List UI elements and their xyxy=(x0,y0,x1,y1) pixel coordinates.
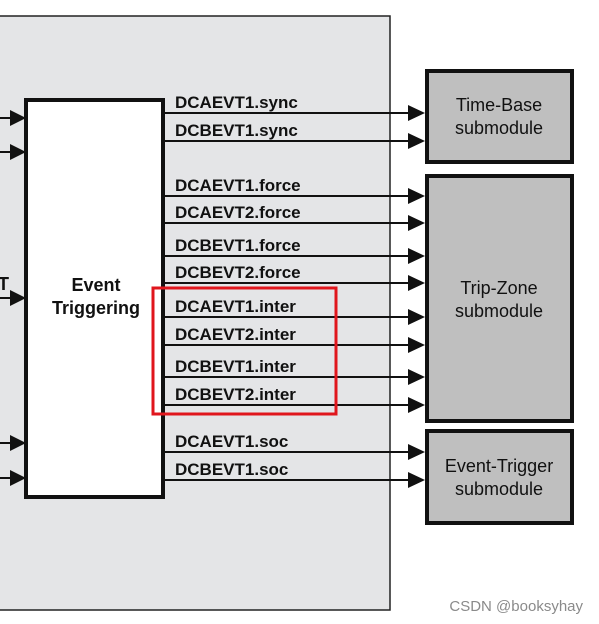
time-base-label-line1: Time-Base xyxy=(456,95,542,115)
signal-label: DCAEVT1.soc xyxy=(175,432,288,451)
signal-dcbevt2-force: DCBEVT2.force xyxy=(163,263,425,291)
signal-lines: DCAEVT1.syncDCBEVT1.syncDCAEVT1.forceDCA… xyxy=(163,93,425,488)
signal-dcaevt1-force: DCAEVT1.force xyxy=(163,176,425,204)
arrow-head-icon xyxy=(10,110,26,126)
input-arrow xyxy=(0,144,26,160)
event-trigger-label-line1: Event-Trigger xyxy=(445,456,553,476)
signal-label: DCAEVT2.force xyxy=(175,203,301,222)
arrow-head-icon xyxy=(408,188,425,204)
arrow-head-icon xyxy=(408,133,425,149)
signal-label: DCBEVT1.inter xyxy=(175,357,296,376)
signal-dcbevt1-soc: DCBEVT1.soc xyxy=(163,460,425,488)
arrow-head-icon xyxy=(408,369,425,385)
arrow-head-icon xyxy=(408,105,425,121)
signal-label: DCAEVT1.force xyxy=(175,176,301,195)
signal-label: DCBEVT2.force xyxy=(175,263,301,282)
signal-dcaevt2-force: DCAEVT2.force xyxy=(163,203,425,231)
arrow-head-icon xyxy=(408,248,425,264)
event-trigger-submodule-box xyxy=(425,429,574,525)
signal-dcbevt1-force: DCBEVT1.force xyxy=(163,236,425,264)
signal-label: DCBEVT2.inter xyxy=(175,385,296,404)
input-arrow xyxy=(0,290,26,306)
arrow-head-icon xyxy=(10,144,26,160)
signal-label: DCBEVT1.sync xyxy=(175,121,298,140)
signal-dcaevt1-sync: DCAEVT1.sync xyxy=(163,93,425,121)
arrow-head-icon xyxy=(10,470,26,486)
arrow-head-icon xyxy=(408,472,425,488)
arrow-head-icon xyxy=(10,435,26,451)
signal-dcaevt2-inter: DCAEVT2.inter xyxy=(163,325,425,353)
input-arrow xyxy=(0,470,26,486)
signal-dcbevt2-inter: DCBEVT2.inter xyxy=(163,385,425,413)
signal-dcaevt1-soc: DCAEVT1.soc xyxy=(163,432,425,460)
input-arrow xyxy=(0,435,26,451)
arrow-head-icon xyxy=(408,444,425,460)
arrow-head-icon xyxy=(408,309,425,325)
input-arrow xyxy=(0,110,26,126)
event-triggering-block xyxy=(24,98,165,499)
arrow-head-icon xyxy=(408,337,425,353)
signal-label: DCBEVT1.soc xyxy=(175,460,288,479)
trip-zone-label-line1: Trip-Zone xyxy=(460,278,537,298)
left-input-arrows xyxy=(0,110,26,486)
trip-zone-submodule-box xyxy=(425,174,574,423)
signal-dcbevt1-inter: DCBEVT1.inter xyxy=(163,357,425,385)
event-trigger-label-line2: submodule xyxy=(455,479,543,499)
left-input-label: T xyxy=(0,274,9,294)
signal-label: DCAEVT1.sync xyxy=(175,93,298,112)
arrow-head-icon xyxy=(10,290,26,306)
signal-dcbevt1-sync: DCBEVT1.sync xyxy=(163,121,425,149)
signal-label: DCAEVT1.inter xyxy=(175,297,296,316)
signal-dcaevt1-inter: DCAEVT1.inter xyxy=(163,297,425,325)
event-block-label-line2: Triggering xyxy=(52,298,140,318)
signal-label: DCBEVT1.force xyxy=(175,236,301,255)
event-block-label-line1: Event xyxy=(71,275,120,295)
watermark: CSDN @booksyhay xyxy=(449,598,583,615)
inter-signals-highlight xyxy=(151,286,338,416)
arrow-head-icon xyxy=(408,215,425,231)
arrow-head-icon xyxy=(408,275,425,291)
trip-zone-label-line2: submodule xyxy=(455,301,543,321)
time-base-submodule-box xyxy=(425,69,574,164)
module-time-base: Time-Base submodule xyxy=(425,69,574,164)
module-trip-zone: Trip-Zone submodule xyxy=(425,174,574,423)
signal-label: DCAEVT2.inter xyxy=(175,325,296,344)
time-base-label-line2: submodule xyxy=(455,118,543,138)
module-event-trigger: Event-Trigger submodule xyxy=(425,429,574,525)
arrow-head-icon xyxy=(408,397,425,413)
